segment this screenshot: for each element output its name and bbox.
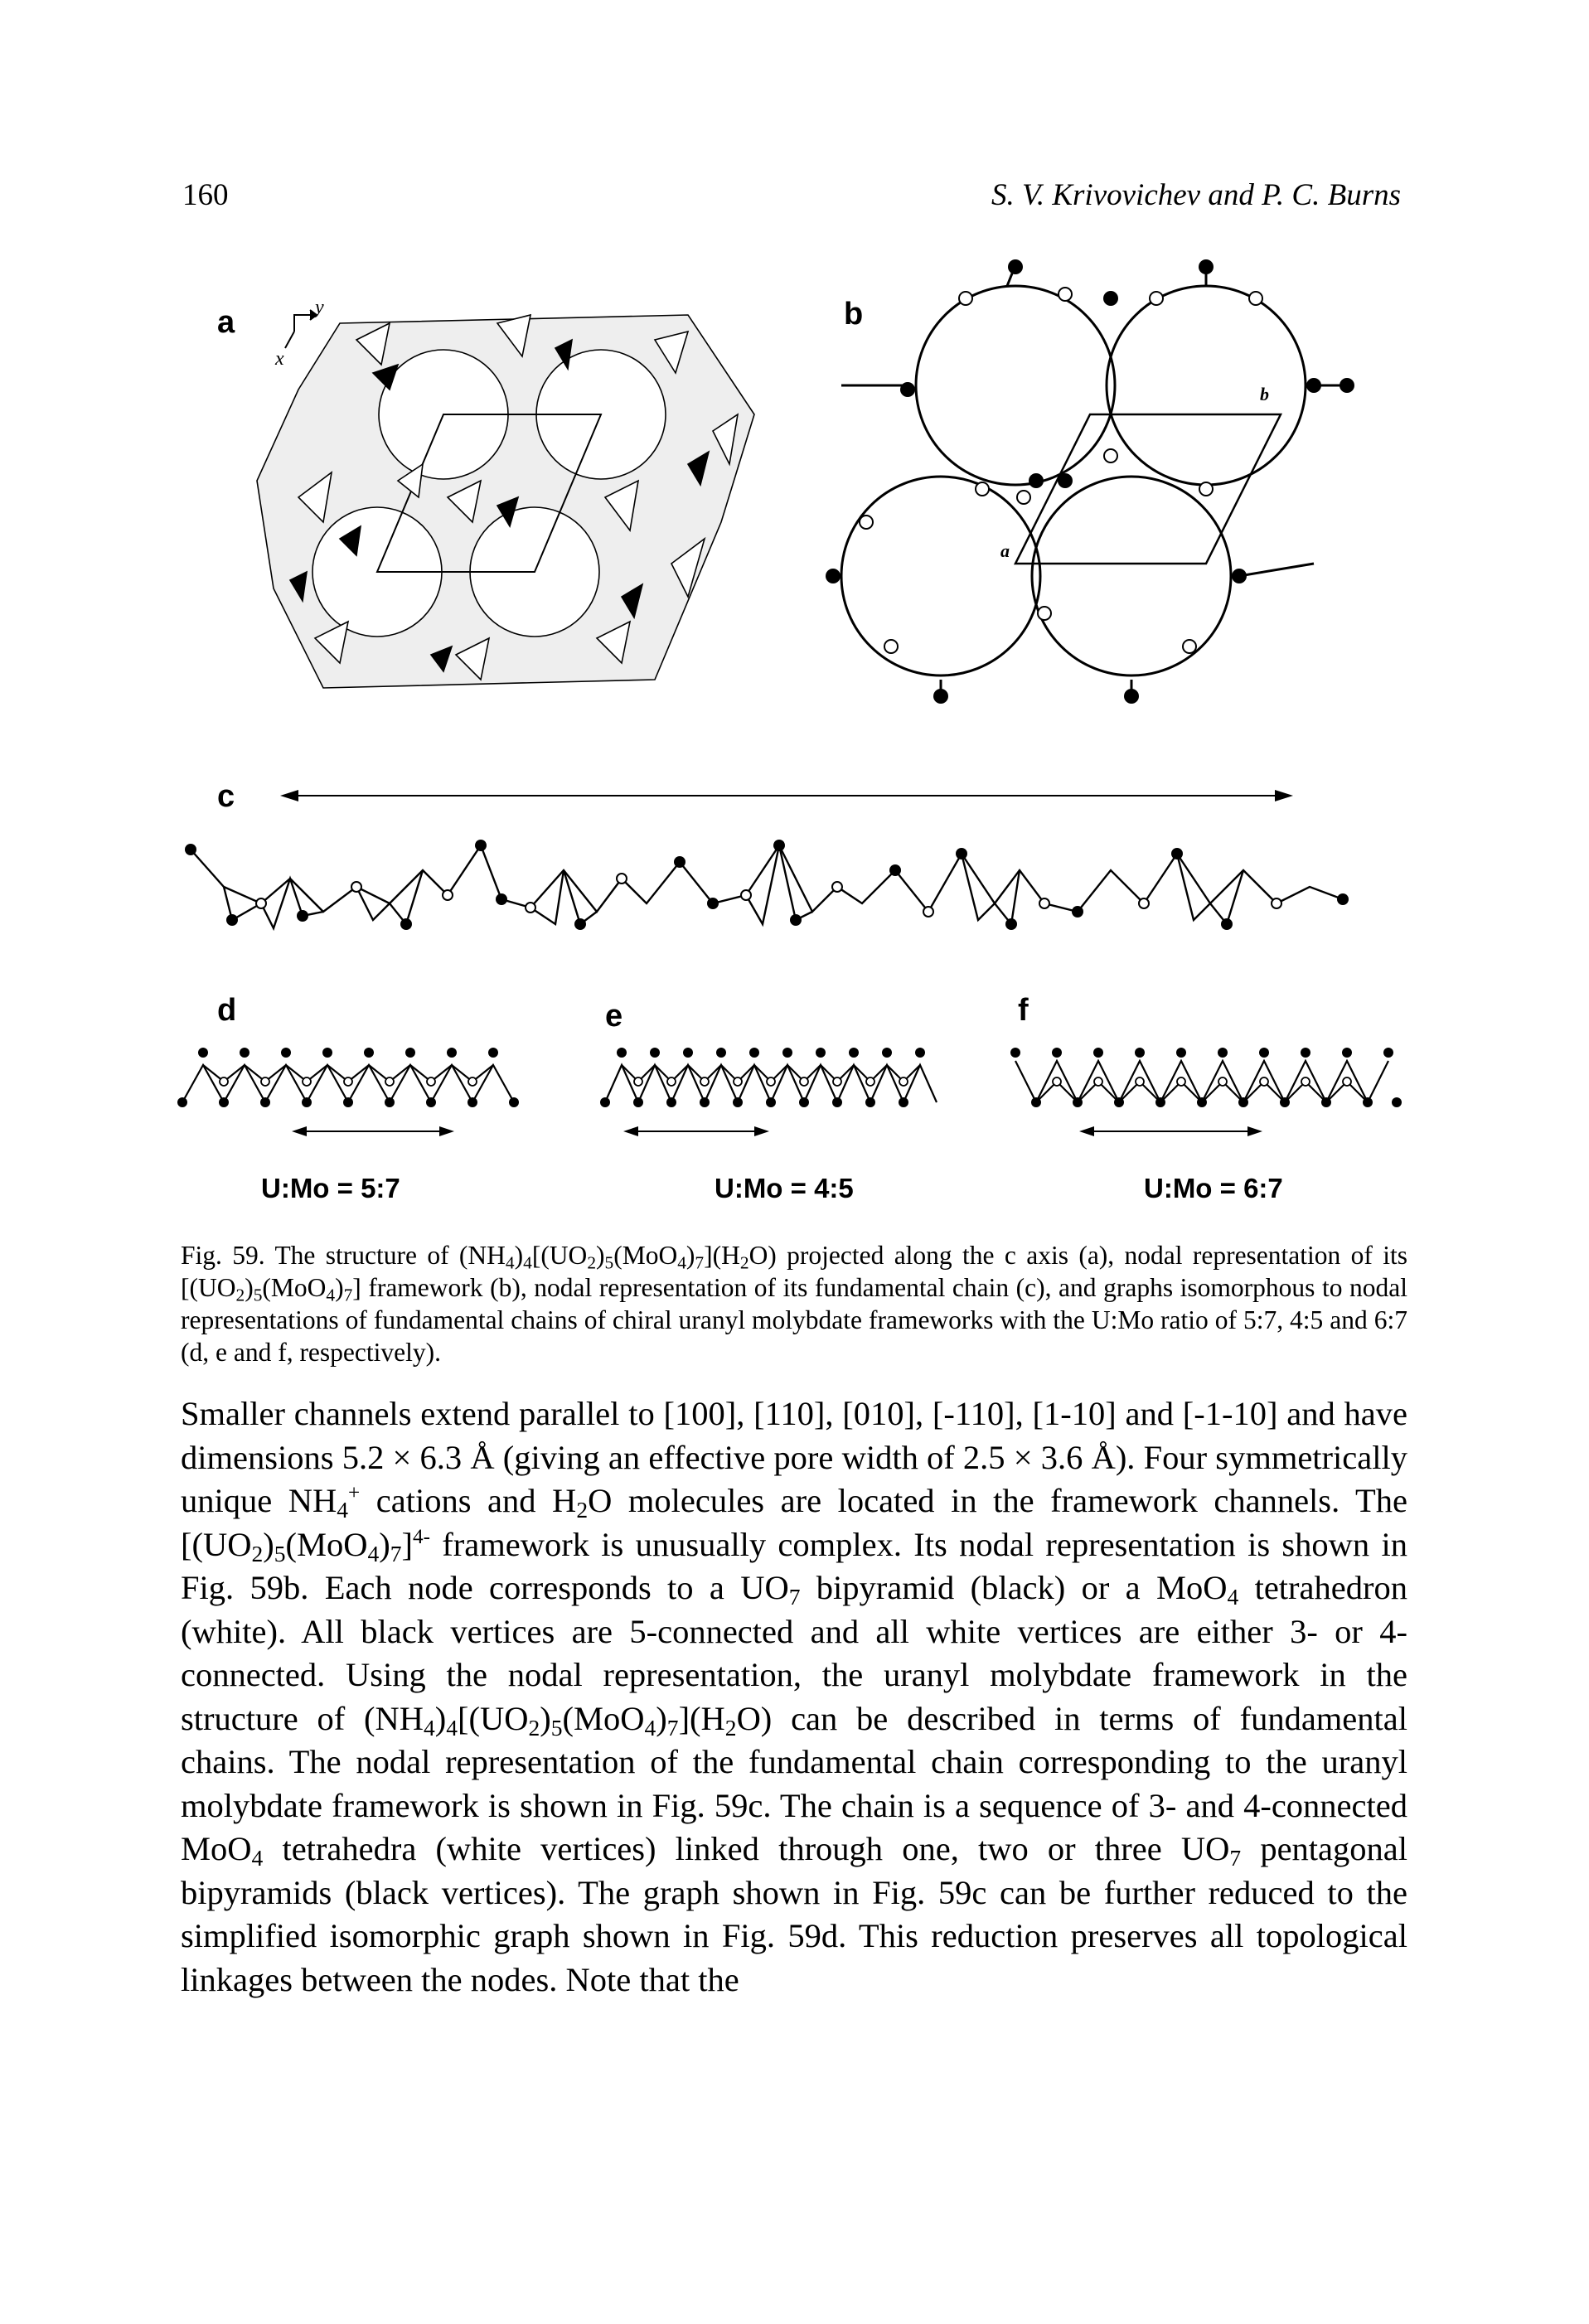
ratio-label-f: U:Mo = 6:7 [1144, 1173, 1283, 1203]
panel-label-b: b [844, 297, 864, 332]
axis-y-label: y [313, 297, 324, 318]
panel-b-nodal-framework: b a [826, 259, 1354, 704]
body-paragraph: Smaller channels extend parallel to [100… [181, 1395, 1407, 1998]
cell-a-label: a [1000, 540, 1010, 561]
figure-caption: Fig. 59. The structure of (NH4)4[(UO2)5(… [181, 1239, 1407, 1368]
panel-e-chain-graph [600, 1048, 938, 1136]
ratio-label-e: U:Mo = 4:5 [715, 1173, 854, 1203]
panel-label-c: c [217, 779, 235, 814]
running-head: S. V. Krivovichev and P. C. Burns [991, 178, 1401, 212]
panel-c-fundamental-chain [185, 790, 1349, 932]
panel-a-polyhedral-projection: y x [256, 297, 755, 689]
panel-label-e: e [605, 999, 623, 1034]
panel-label-a: a [217, 305, 235, 340]
panel-label-d: d [217, 993, 237, 1028]
panel-f-chain-graph [1010, 1048, 1402, 1136]
caption-fig-label: Fig. 59. [181, 1241, 265, 1270]
axis-x-label: x [274, 348, 284, 370]
page-number: 160 [182, 178, 229, 212]
ratio-label-d: U:Mo = 5:7 [261, 1173, 400, 1203]
panel-d-chain-graph [177, 1048, 519, 1136]
caption-text: The structure of (NH4)4[(UO2)5(MoO4)7](H… [181, 1241, 1407, 1367]
panel-label-f: f [1018, 993, 1029, 1028]
cell-b-label: b [1260, 384, 1269, 404]
page-header: 160 S. V. Krivovichev and P. C. Burns [182, 177, 1401, 219]
